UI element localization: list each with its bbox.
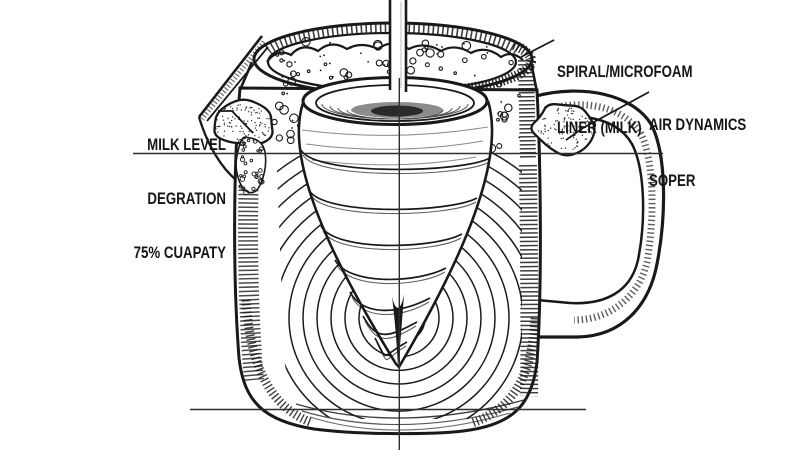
label-line: DEGRATION <box>147 189 226 208</box>
foam-cascade-bubbles <box>237 138 265 196</box>
label-line: SOPER <box>649 170 696 190</box>
foam-stipple <box>537 107 593 151</box>
reference-lines <box>133 78 663 450</box>
vortex-tip <box>392 294 404 366</box>
spiral-leader <box>520 39 555 58</box>
label-line: MILK LEVEL <box>147 135 226 154</box>
cone-hatch <box>301 126 489 166</box>
label-line: LINER (MILK) <box>557 117 642 137</box>
air-leader <box>565 91 650 141</box>
label-line: 75% CUAPATY <box>133 243 226 262</box>
label-air-dynamics: AIR DYNAMICS SOPER <box>649 79 746 209</box>
wall-hatching <box>238 109 540 428</box>
mouth-hatch <box>321 103 469 120</box>
label-spiral-microfoam: SPIRAL/MICROFOAM LINER (MILK) <box>557 26 693 156</box>
label-milk-level: MILK LEVEL DEGRATION 75% CUAPATY <box>132 100 226 280</box>
milk-stream <box>388 0 408 102</box>
bottom-ripples <box>295 399 525 431</box>
label-line: SPIRAL/MICROFOAM <box>557 62 693 81</box>
label-line: AIR DYNAMICS <box>649 115 747 134</box>
foam-spill-right <box>530 103 596 157</box>
milk-leader <box>218 110 254 134</box>
leader-lines <box>218 39 650 141</box>
funnel-mouth <box>301 76 489 126</box>
spout <box>197 35 269 181</box>
spiral-bands <box>300 149 491 361</box>
